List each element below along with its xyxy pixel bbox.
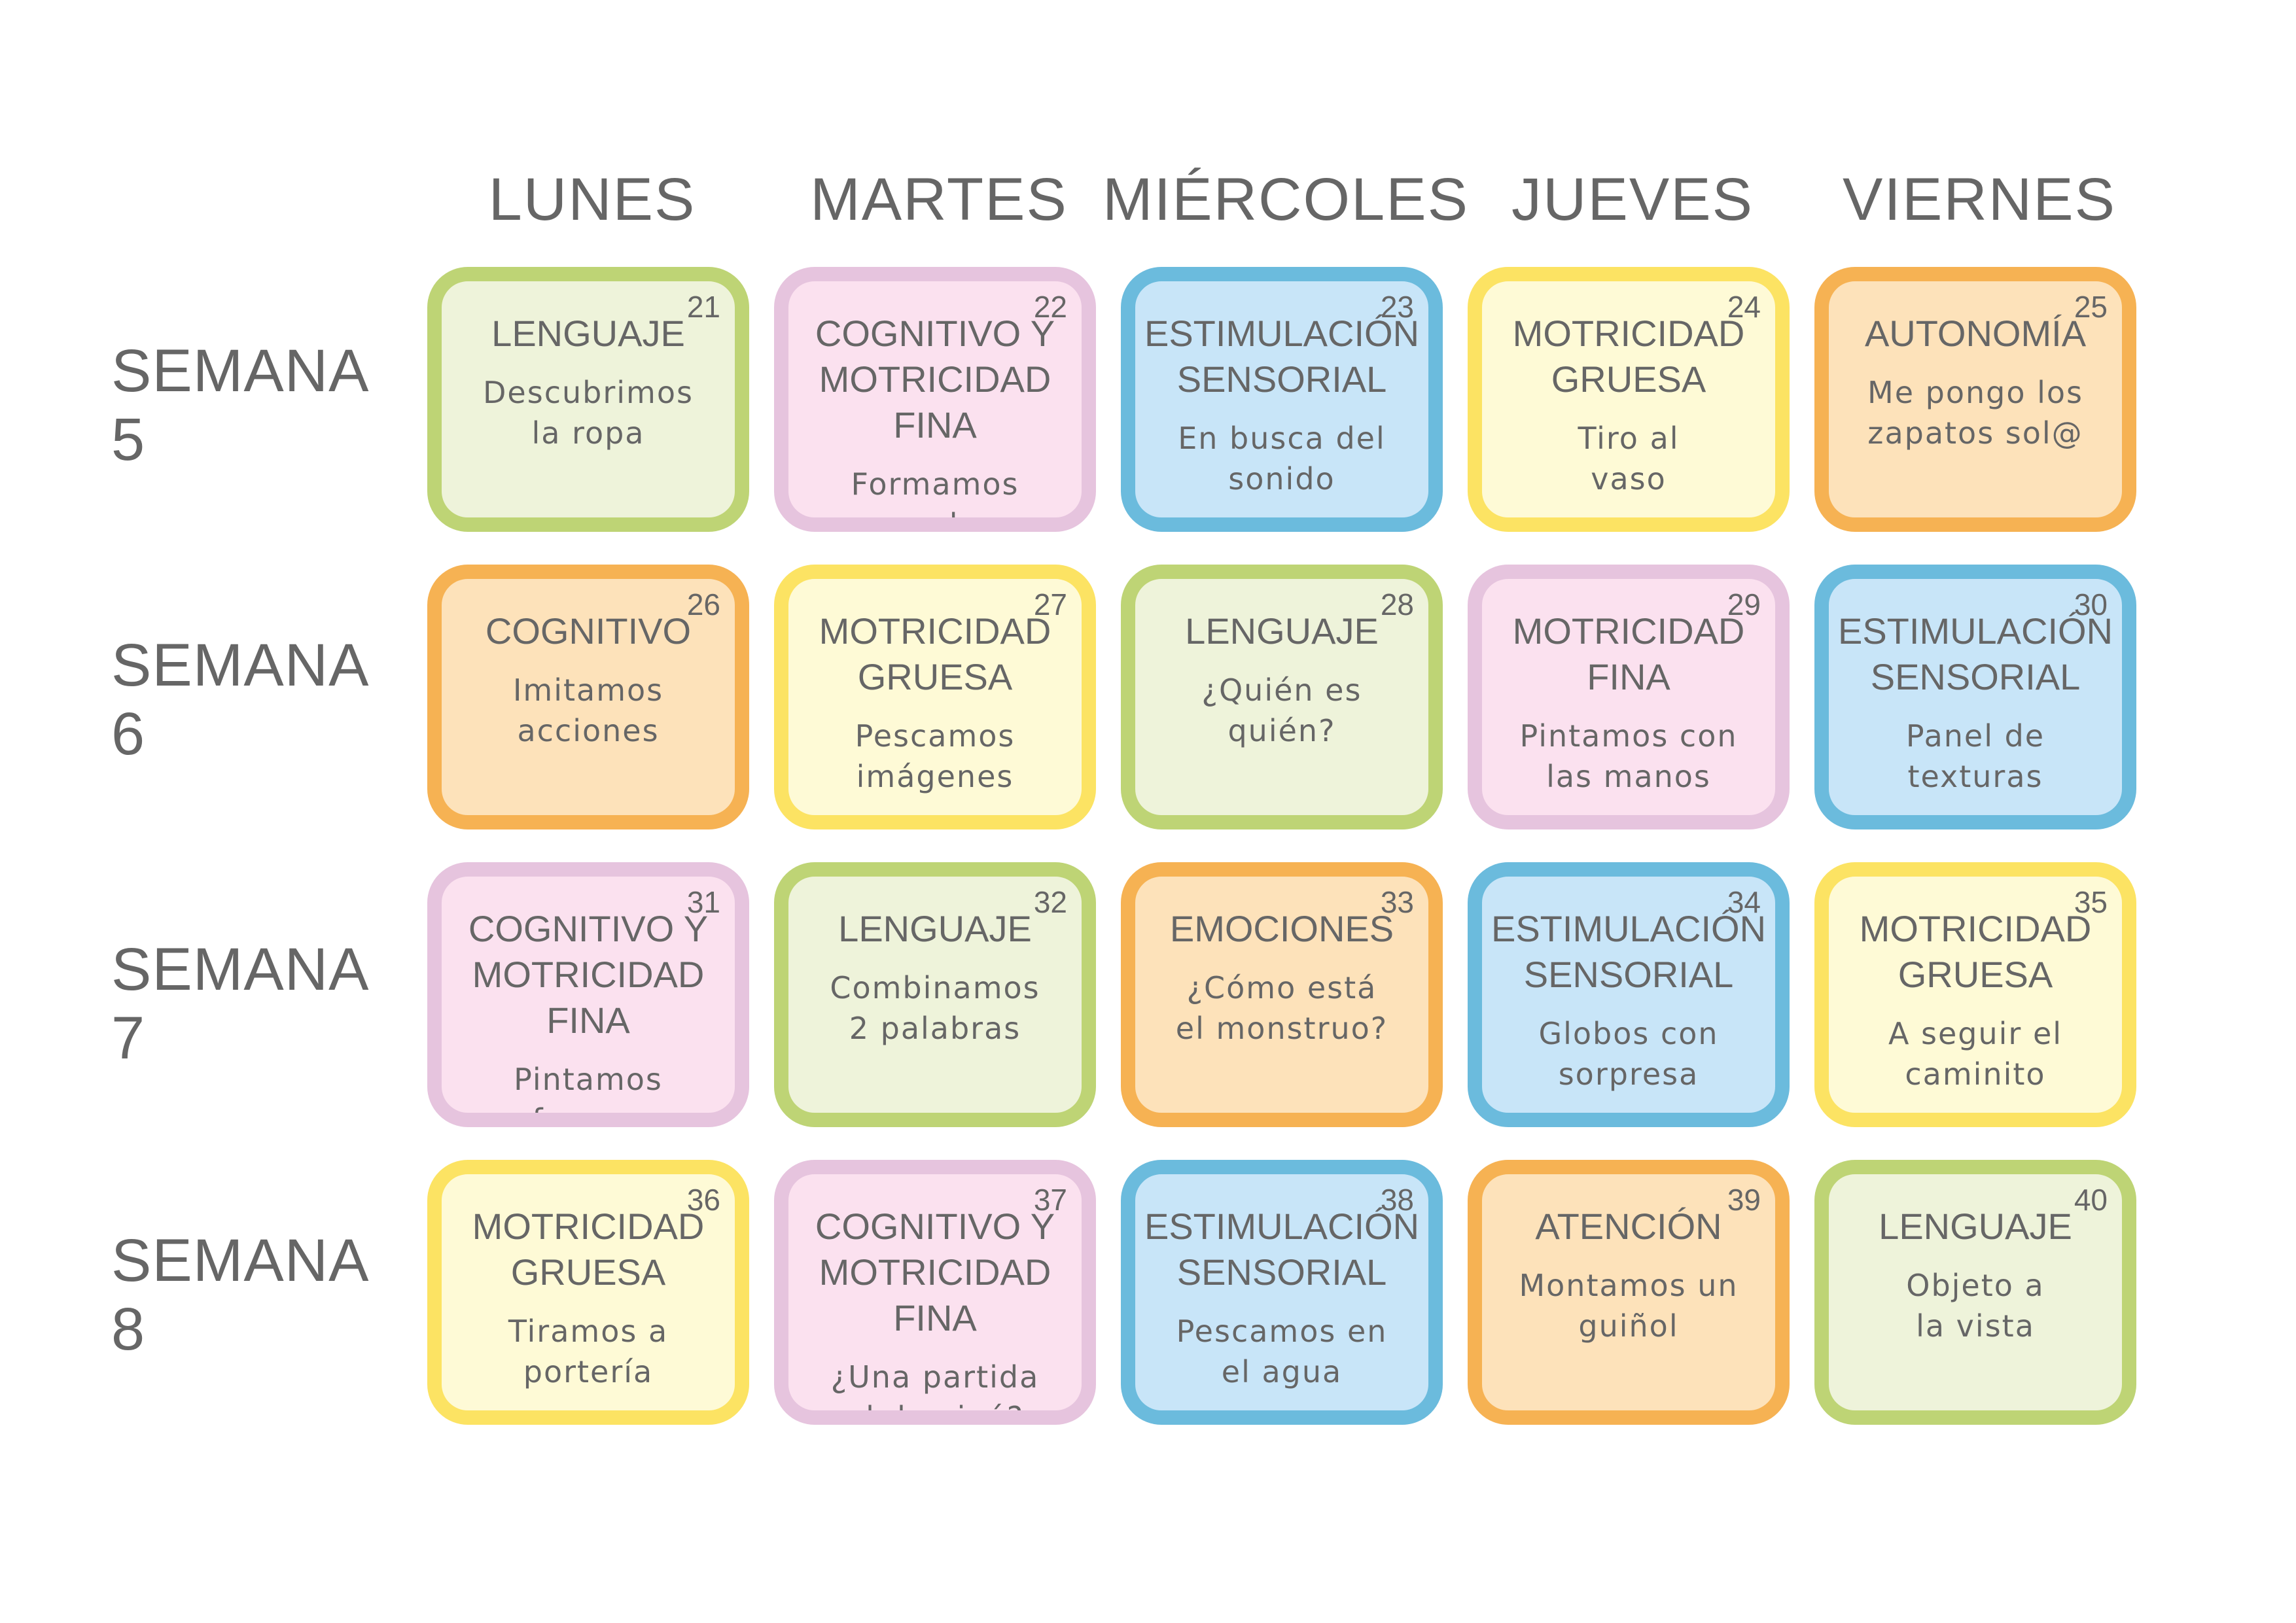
activity-card-40: 40 LENGUAJE Objeto a la vista	[1814, 1160, 2136, 1425]
activity-card-35: 35 MOTRICIDAD GRUESA A seguir el caminit…	[1814, 862, 2136, 1127]
card-category: EMOCIONES	[1169, 908, 1394, 949]
card-category: COGNITIVO Y MOTRICIDAD FINA	[815, 1206, 1055, 1338]
card-day-number: 30	[2074, 587, 2108, 621]
day-header-viernes: VIERNES	[1843, 166, 2116, 233]
card-category: COGNITIVO Y MOTRICIDAD FINA	[468, 908, 709, 1041]
card-activity: Pintamos con las manos	[1519, 718, 1738, 794]
card-activity: Globos con sorpresa	[1538, 1016, 1719, 1092]
card-day-number: 31	[686, 885, 720, 919]
card-category: ESTIMULACIÓN SENSORIAL	[1491, 908, 1767, 995]
card-day-number: 40	[2074, 1183, 2108, 1217]
card-category: MOTRICIDAD GRUESA	[819, 610, 1051, 697]
card-category: LENGUAJE	[491, 313, 685, 354]
card-activity: ¿Cómo está el monstruo?	[1175, 970, 1388, 1046]
card-category: MOTRICIDAD GRUESA	[1859, 908, 2092, 995]
card-day-number: 21	[686, 290, 720, 324]
day-header-miercoles: MIÉRCOLES	[1103, 166, 1469, 233]
card-category: ESTIMULACIÓN SENSORIAL	[1144, 313, 1420, 400]
card-day-number: 34	[1727, 885, 1761, 919]
week-label-5: SEMANA 5	[111, 338, 366, 473]
card-category: MOTRICIDAD GRUESA	[472, 1206, 705, 1293]
card-category: LENGUAJE	[1879, 1206, 2072, 1247]
week-label-8: SEMANA 8	[111, 1227, 366, 1363]
card-day-number: 33	[1380, 885, 1414, 919]
card-day-number: 37	[1033, 1183, 1067, 1217]
week-label-7: SEMANA 7	[111, 936, 366, 1072]
activity-card-30: 30 ESTIMULACIÓN SENSORIAL Panel de textu…	[1814, 565, 2136, 829]
activity-card-39: 39 ATENCIÓN Montamos un guiñol	[1468, 1160, 1790, 1425]
card-day-number: 32	[1033, 885, 1067, 919]
activity-card-25: 25 AUTONOMÍA Me pongo los zapatos sol@	[1814, 267, 2136, 532]
activity-card-36: 36 MOTRICIDAD GRUESA Tiramos a portería	[427, 1160, 749, 1425]
card-day-number: 22	[1033, 290, 1067, 324]
day-header-jueves: JUEVES	[1511, 166, 1754, 233]
activity-card-21: 21 LENGUAJE Descubrimos la ropa	[427, 267, 749, 532]
card-activity: Pintamos formas	[514, 1062, 663, 1127]
activity-card-33: 33 EMOCIONES ¿Cómo está el monstruo?	[1121, 862, 1443, 1127]
card-day-number: 23	[1380, 290, 1414, 324]
activity-card-26: 26 COGNITIVO Imitamos acciones	[427, 565, 749, 829]
card-category: ATENCIÓN	[1535, 1206, 1722, 1247]
activity-card-27: 27 MOTRICIDAD GRUESA Pescamos imágenes	[774, 565, 1096, 829]
card-activity: Combinamos 2 palabras	[830, 970, 1040, 1046]
activity-card-23: 23 ESTIMULACIÓN SENSORIAL En busca del s…	[1121, 267, 1443, 532]
card-activity: Me pongo los zapatos sol@	[1867, 375, 2083, 451]
activity-card-37: 37 COGNITIVO Y MOTRICIDAD FINA ¿Una part…	[774, 1160, 1096, 1425]
activity-card-24: 24 MOTRICIDAD GRUESA Tiro al vaso	[1468, 267, 1790, 532]
activity-card-31: 31 COGNITIVO Y MOTRICIDAD FINA Pintamos …	[427, 862, 749, 1127]
card-category: MOTRICIDAD GRUESA	[1512, 313, 1745, 400]
activity-card-29: 29 MOTRICIDAD FINA Pintamos con las mano…	[1468, 565, 1790, 829]
card-category: AUTONOMÍA	[1864, 313, 2087, 354]
card-day-number: 35	[2074, 885, 2108, 919]
day-header-martes: MARTES	[810, 166, 1068, 233]
activity-card-28: 28 LENGUAJE ¿Quién es quién?	[1121, 565, 1443, 829]
week-label-6: SEMANA 6	[111, 632, 366, 767]
card-day-number: 38	[1380, 1183, 1414, 1217]
card-day-number: 39	[1727, 1183, 1761, 1217]
card-day-number: 27	[1033, 587, 1067, 621]
card-activity: Formamos puzzles de 2 piezas	[851, 466, 1019, 532]
activity-card-22: 22 COGNITIVO Y MOTRICIDAD FINA Formamos …	[774, 267, 1096, 532]
card-activity: Panel de texturas	[1905, 718, 2045, 794]
card-day-number: 29	[1727, 587, 1761, 621]
card-day-number: 36	[686, 1183, 720, 1217]
card-day-number: 24	[1727, 290, 1761, 324]
card-activity: Objeto a la vista	[1906, 1268, 2045, 1344]
card-day-number: 26	[686, 587, 720, 621]
activity-card-38: 38 ESTIMULACIÓN SENSORIAL Pescamos en el…	[1121, 1160, 1443, 1425]
card-activity: En busca del sonido	[1178, 421, 1386, 497]
card-category: ESTIMULACIÓN SENSORIAL	[1144, 1206, 1420, 1293]
card-category: COGNITIVO Y MOTRICIDAD FINA	[815, 313, 1055, 445]
card-category: ESTIMULACIÓN SENSORIAL	[1837, 610, 2113, 697]
card-activity: Pescamos en el agua	[1176, 1314, 1388, 1389]
card-activity: Tiro al vaso	[1578, 421, 1680, 497]
day-header-lunes: LUNES	[488, 166, 696, 233]
card-day-number: 25	[2074, 290, 2108, 324]
card-day-number: 28	[1380, 587, 1414, 621]
activity-card-32: 32 LENGUAJE Combinamos 2 palabras	[774, 862, 1096, 1127]
card-activity: ¿Quién es quién?	[1201, 672, 1362, 748]
card-activity: Montamos un guiñol	[1519, 1268, 1739, 1344]
activity-card-34: 34 ESTIMULACIÓN SENSORIAL Globos con sor…	[1468, 862, 1790, 1127]
card-category: LENGUAJE	[838, 908, 1032, 949]
card-category: LENGUAJE	[1185, 610, 1379, 652]
card-activity: Pescamos imágenes	[855, 718, 1016, 794]
card-category: MOTRICIDAD FINA	[1512, 610, 1745, 697]
card-activity: Imitamos acciones	[512, 672, 664, 748]
card-activity: A seguir el caminito	[1888, 1016, 2063, 1092]
card-category: COGNITIVO	[485, 610, 692, 652]
card-activity: Tiramos a portería	[508, 1314, 669, 1389]
card-activity: Descubrimos la ropa	[483, 375, 694, 451]
card-activity: ¿Una partida al dominó?	[830, 1359, 1040, 1425]
